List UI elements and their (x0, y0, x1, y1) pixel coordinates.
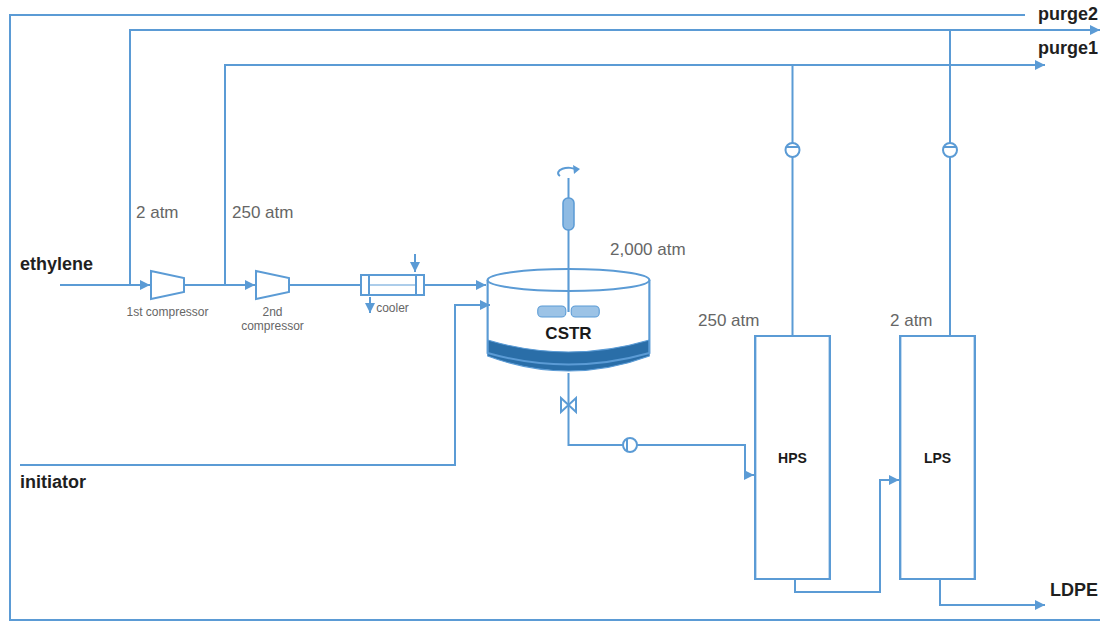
product-line (940, 580, 1045, 605)
node-shape (150, 270, 185, 300)
pump-symbol (943, 143, 957, 157)
cooler-symbol: cooler (360, 274, 425, 296)
stream-label: LDPE (1050, 580, 1098, 602)
feed-line (60, 284, 131, 286)
flow-line (290, 284, 360, 286)
equipment-label: cooler (358, 302, 428, 316)
stream-label: purge1 (1038, 38, 1098, 60)
separator-column: LPS (899, 335, 976, 580)
pressure-label: 250 atm (698, 311, 759, 331)
pump-body (943, 143, 957, 157)
flow-line (225, 65, 793, 335)
separator-column: HPS (754, 335, 831, 580)
stream-label: purge2 (1038, 4, 1098, 26)
equipment-label: 2nd compressor (231, 306, 315, 334)
pump-symbol (623, 438, 637, 452)
pump-mark (944, 146, 957, 148)
flow-line (130, 30, 950, 335)
node-shape (486, 268, 651, 373)
initiator-line (20, 305, 490, 465)
impeller-blade (571, 306, 599, 317)
stream-label: initiator (20, 472, 86, 494)
node-shape (360, 274, 425, 296)
cooler-tube (369, 285, 416, 286)
frame-line (10, 15, 1100, 620)
pressure-label: 2,000 atm (610, 240, 686, 260)
compressor-symbol: 2nd compressor (255, 270, 290, 300)
equipment-label: 1st compressor (126, 306, 210, 320)
pressure-label: 250 atm (232, 203, 293, 223)
stream-label: ethylene (20, 254, 93, 276)
coolant-out (369, 297, 371, 313)
node-shape (255, 270, 290, 300)
pump-symbol (786, 143, 800, 157)
flow-line (569, 373, 755, 475)
purge-line (950, 29, 1100, 31)
reactor-vessel: CSTR (486, 268, 651, 373)
coolant-in (414, 254, 416, 272)
agitator-shaft (567, 268, 569, 312)
equipment-name: HPS (754, 450, 831, 466)
pump-mark (786, 146, 799, 148)
compressor-outline (256, 271, 289, 299)
pump-mark (626, 439, 628, 452)
pump-body (786, 143, 800, 157)
pressure-label: 2 atm (136, 203, 179, 223)
compressor-outline (151, 271, 184, 299)
vessel-jacket (488, 340, 650, 371)
equipment-name: CSTR (486, 324, 651, 344)
agitator-motor (563, 198, 574, 230)
compressor-symbol: 1st compressor (150, 270, 185, 300)
pump-body (623, 438, 637, 452)
cooler-outline (361, 275, 424, 295)
valve-symbol (561, 398, 576, 412)
flow-line (425, 284, 486, 286)
rotation-arrowhead (573, 165, 580, 174)
pressure-label: 2 atm (890, 311, 933, 331)
impeller-blade (538, 306, 566, 317)
equipment-name: LPS (899, 450, 976, 466)
purge-line (793, 64, 1046, 66)
